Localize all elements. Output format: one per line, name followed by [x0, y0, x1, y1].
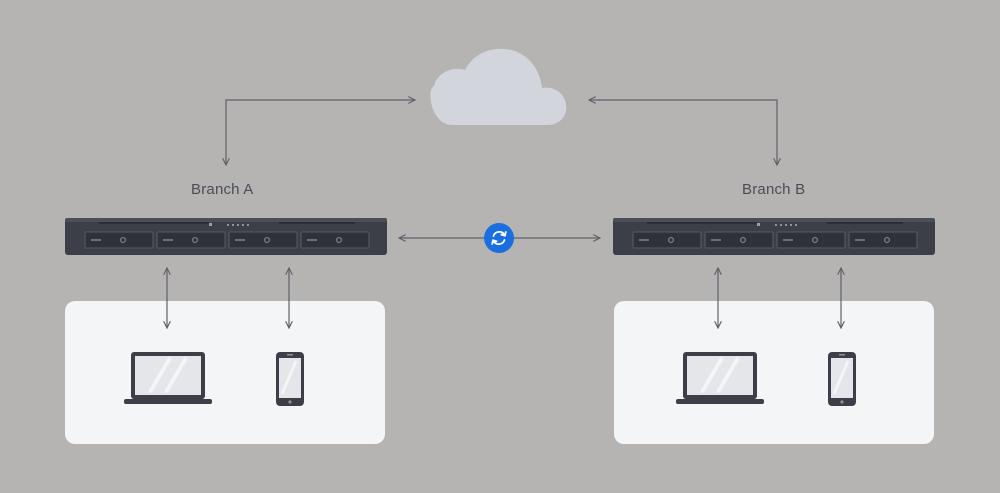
- branch-b-laptop-icon: [676, 352, 764, 404]
- cloud-branch-b-link: [589, 100, 777, 165]
- sync-icon: [484, 223, 514, 253]
- branch-b-clients-panel: [614, 301, 934, 444]
- cloud-icon: [430, 48, 567, 125]
- branch-a-laptop-icon: [124, 352, 212, 404]
- branch-b-phone-icon: [828, 352, 856, 406]
- cloud-branch-a-link: [226, 100, 415, 165]
- branch-a-label: Branch A: [191, 181, 254, 198]
- branch-a-nas-device-icon: [65, 218, 387, 255]
- branch-b-nas-device-icon: [613, 218, 935, 255]
- branch-b-label: Branch B: [742, 181, 806, 198]
- branch-a-phone-icon: [276, 352, 304, 406]
- branch-a-clients-panel: [65, 301, 385, 444]
- sync-button[interactable]: [484, 223, 514, 253]
